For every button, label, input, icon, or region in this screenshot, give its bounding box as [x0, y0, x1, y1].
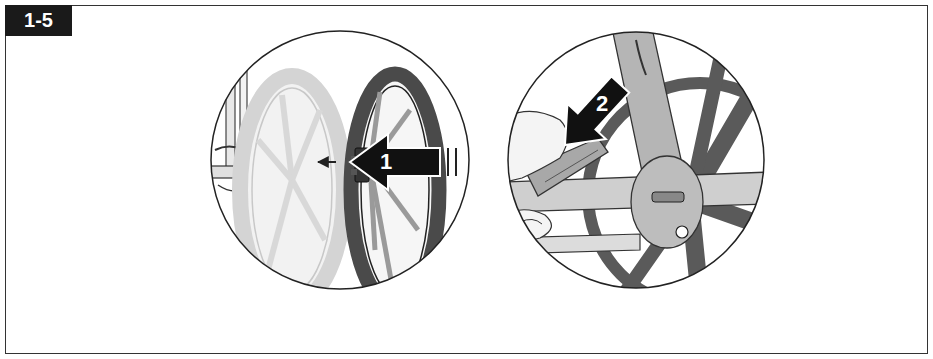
wheel-attach-detail-part [351, 74, 439, 306]
brake-detail-part [505, 210, 551, 242]
wheel-attach-detail-part-part [258, 140, 292, 180]
brake-detail-part [505, 234, 640, 254]
brake-detail-part [631, 156, 703, 248]
wheel-attach-detail-part-part [292, 110, 320, 180]
brake-detail-part [676, 226, 688, 238]
detail-circle [508, 32, 764, 288]
frame-border [6, 6, 928, 354]
wheel-attach-detail-part [370, 92, 418, 285]
motion-line [447, 148, 449, 176]
wheel-attach-detail [205, 25, 475, 306]
wheel-attach-detail-part [252, 88, 332, 292]
step-arrow [546, 67, 640, 163]
wheel-attach-detail-part [351, 169, 357, 175]
wheel-attach-detail-part [240, 76, 344, 304]
brake-detail [505, 28, 812, 307]
brake-detail-part [652, 192, 684, 202]
motion-line [455, 148, 457, 176]
callout-number: 1 [380, 151, 392, 173]
step-number: 1-5 [5, 5, 72, 36]
wheel-attach-detail-part-part [268, 180, 292, 270]
wheel-attach-detail-part [226, 25, 235, 175]
wheel-attach-detail-part-part [292, 180, 325, 240]
step-arrow [350, 134, 440, 190]
brake-detail-part [505, 28, 770, 293]
wheel-attach-detail-part [258, 95, 325, 270]
brake-detail-part [546, 67, 640, 163]
direction-arrow [318, 161, 336, 163]
callout-number: 2 [596, 93, 608, 115]
brake-detail-part [636, 40, 646, 75]
detail-circle [211, 31, 469, 289]
